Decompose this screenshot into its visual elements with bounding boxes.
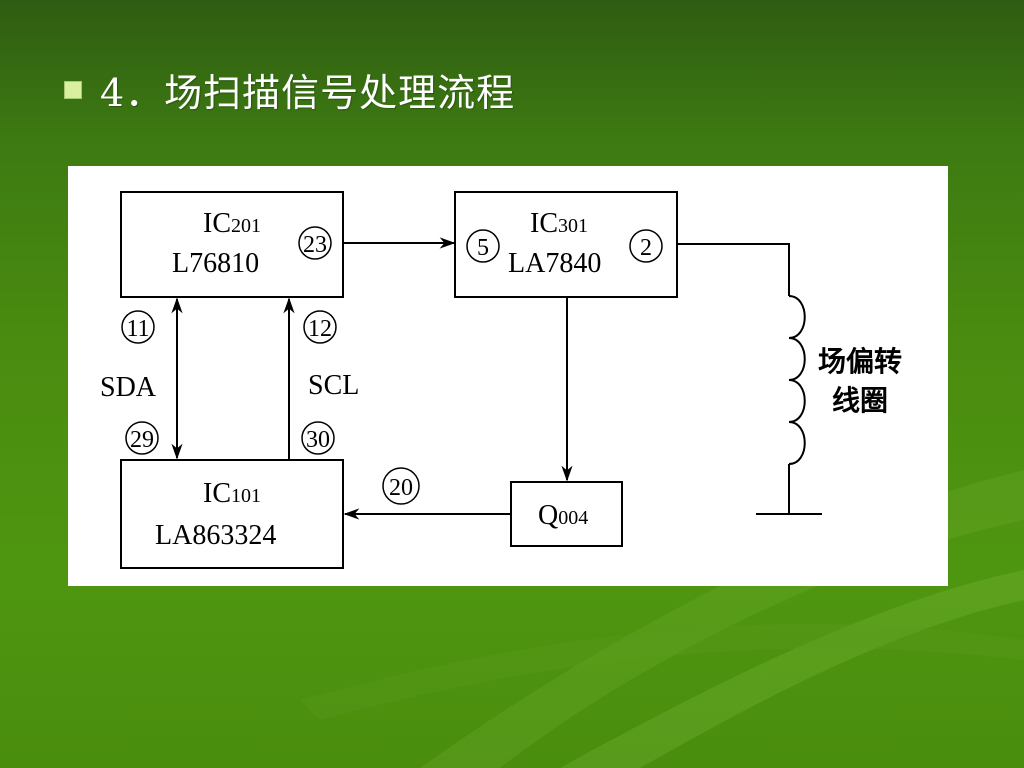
ic301-pin-in-circle (466, 229, 500, 263)
ic201-pin-right: 12 (308, 316, 332, 342)
ic201-sub: 201 (231, 215, 261, 237)
ic301-pin-out: 2 (640, 235, 652, 261)
ic301-pin-out-circle (629, 229, 663, 263)
ic101-pin-in: 20 (389, 475, 413, 501)
ic301-pin-in: 5 (477, 235, 489, 261)
svg-text:IC201: IC201 (203, 208, 261, 239)
sda-label: SDA (100, 372, 157, 403)
bullet-icon (64, 81, 82, 99)
svg-text:IC101: IC101 (203, 478, 261, 509)
q004-sub: 004 (558, 507, 588, 529)
ic101-pin-left-circle (125, 421, 159, 455)
svg-text:IC301: IC301 (530, 208, 588, 239)
signal-flow-diagram: IC201 L76810 23 IC301 LA7840 5 2 IC101 L… (100, 191, 902, 569)
scl-label: SCL (308, 370, 359, 401)
ic201-pin-out-circle (298, 226, 332, 260)
deflection-coil (788, 295, 806, 465)
ic201-pin-out: 23 (303, 232, 327, 258)
ic201-pin-right-circle (303, 310, 337, 344)
svg-text:Q004: Q004 (538, 500, 588, 531)
ic201-box (120, 191, 344, 298)
ic101-name: IC (203, 478, 231, 509)
ic101-pin-left: 29 (130, 427, 154, 453)
ic101-sub: 101 (231, 485, 261, 507)
ic101-part: LA863324 (155, 520, 276, 551)
coil-label-line2: 线圈 (832, 384, 888, 417)
coil-label-line1: 场偏转 (818, 345, 902, 378)
ic301-sub: 301 (558, 215, 588, 237)
ic101-box (120, 459, 344, 569)
ic301-name: IC (530, 208, 558, 239)
slide-title: 4．场扫描信号处理流程 (100, 71, 516, 115)
coil-feed-line (677, 243, 790, 296)
ic201-part: L76810 (172, 248, 259, 279)
ic301-part: LA7840 (508, 248, 601, 279)
ic201-name: IC (203, 208, 231, 239)
ic101-pin-in-circle (382, 467, 420, 505)
ic101-pin-right: 30 (306, 427, 330, 453)
q004-name: Q (538, 500, 558, 531)
ic201-pin-left-circle (121, 310, 155, 344)
ic201-pin-left: 11 (126, 316, 149, 342)
diagram-panel: IC201 L76810 23 IC301 LA7840 5 2 IC101 L… (68, 166, 948, 586)
ic101-pin-right-circle (301, 421, 335, 455)
